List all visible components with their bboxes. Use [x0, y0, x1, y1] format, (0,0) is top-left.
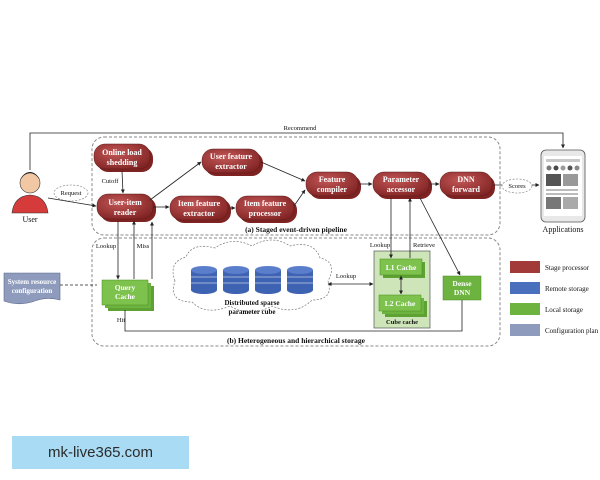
- system-resource-config: System resource configuration: [3, 272, 61, 305]
- cube-cache-label: Cube cache: [386, 319, 418, 326]
- request-arrow: [47, 197, 97, 208]
- item-feature-extractor-line1: Item feature: [178, 199, 221, 208]
- user-label: User: [22, 215, 37, 224]
- query-cache-line2: Cache: [115, 292, 136, 301]
- user-item-reader-line2: reader: [114, 208, 137, 217]
- storage-region: [91, 237, 501, 347]
- user-item-reader-line1: User-item: [108, 198, 142, 207]
- user-feature-extractor-line1: User feature: [210, 152, 253, 161]
- item-feature-processor-line2: processor: [249, 209, 282, 218]
- cube-lookup-label: Lookup: [336, 273, 356, 280]
- dnn-forward-processor: DNN forward: [439, 171, 495, 199]
- user-item-reader-processor: User-item reader: [96, 193, 156, 222]
- retrieve-label: Retrieve: [413, 242, 435, 249]
- parameter-accessor-line2: accessor: [387, 185, 416, 194]
- legend-swatch-configuration-plan: [510, 324, 540, 336]
- dense-dnn-line1: Dense: [452, 279, 472, 288]
- distributed-cloud: [172, 239, 332, 313]
- legend-swatch-stage-processor: [510, 261, 540, 273]
- query-cache-arrows: [116, 220, 154, 280]
- item-feature-extractor-line2: extractor: [183, 209, 215, 218]
- legend-label-remote-storage: Remote storage: [545, 285, 589, 293]
- hit-label: Hit: [117, 317, 126, 324]
- legend-label-stage-processor: Stage processor: [545, 264, 590, 272]
- request-label: Request: [61, 190, 82, 197]
- online-load-shedding-line1: Online load: [102, 148, 142, 157]
- dense-dnn: Dense DNN: [442, 275, 482, 301]
- item-feature-extractor-processor: Item feature extractor: [169, 195, 231, 223]
- system-resource-line1: System resource: [8, 278, 57, 286]
- l2-cache-label: L2 Cache: [385, 299, 416, 308]
- pipeline-region: [91, 136, 501, 236]
- lookup-label: Lookup: [96, 243, 116, 250]
- cache-lookup-label: Lookup: [370, 242, 390, 249]
- parameter-accessor-line1: Parameter: [383, 175, 420, 184]
- pipeline-caption: (a) Staged event-driven pipeline: [245, 225, 348, 234]
- cutoff-label: Cutoff: [102, 178, 120, 185]
- user-feature-extractor-line2: extractor: [215, 162, 247, 171]
- miss-label: Miss: [137, 243, 150, 250]
- online-load-shedding-line2: shedding: [107, 158, 138, 167]
- user-icon: [11, 172, 49, 214]
- recommend-label: Recommend: [284, 125, 318, 132]
- query-cache-line1: Query: [115, 283, 136, 292]
- phone-icon: [540, 149, 586, 223]
- l1-cache: L1 Cache: [379, 258, 425, 278]
- dnn-forward-line1: DNN: [457, 175, 475, 184]
- dnn-forward-line2: forward: [452, 185, 481, 194]
- legend-swatch-remote-storage: [510, 282, 540, 294]
- parameter-accessor-processor: Parameter accessor: [372, 171, 432, 199]
- distributed-cylinders: [191, 266, 313, 294]
- hit-line: [124, 300, 463, 332]
- item-feature-processor-line1: Item feature: [244, 199, 287, 208]
- watermark-banner: mk-live365.com: [12, 436, 189, 469]
- distributed-cube-line2: parameter cube: [228, 308, 275, 316]
- scores-cloud: [501, 178, 533, 194]
- scores-label: Scores: [508, 183, 526, 190]
- legend: Stage processor Remote storage Local sto…: [510, 261, 599, 336]
- user-feature-extractor-processor: User feature extractor: [201, 148, 263, 176]
- l1-cache-label: L1 Cache: [386, 263, 417, 272]
- system-resource-line2: configuration: [12, 287, 53, 295]
- query-cache: Query Cache: [101, 279, 154, 311]
- accessor-cache-arrows: [389, 197, 461, 276]
- feature-compiler-line2: compiler: [317, 185, 348, 194]
- recommend-arrow: [29, 132, 565, 170]
- legend-swatch-local-storage: [510, 303, 540, 315]
- online-load-shedding-processor: Online load shedding: [93, 143, 153, 172]
- feature-compiler-line1: Feature: [319, 175, 346, 184]
- feature-compiler-processor: Feature compiler: [305, 171, 361, 199]
- storage-caption: (b) Heterogeneous and hierarchical stora…: [227, 336, 366, 345]
- dense-dnn-line2: DNN: [454, 288, 471, 297]
- legend-label-configuration-plan: Configuration plan: [545, 327, 599, 335]
- applications-label: Applications: [543, 225, 584, 234]
- item-feature-processor: Item feature processor: [235, 195, 297, 223]
- request-cloud: [53, 184, 89, 202]
- legend-label-local-storage: Local storage: [545, 306, 583, 314]
- l2-cache: L2 Cache: [378, 294, 427, 317]
- distributed-cube-line1: Distributed sparse: [224, 299, 279, 307]
